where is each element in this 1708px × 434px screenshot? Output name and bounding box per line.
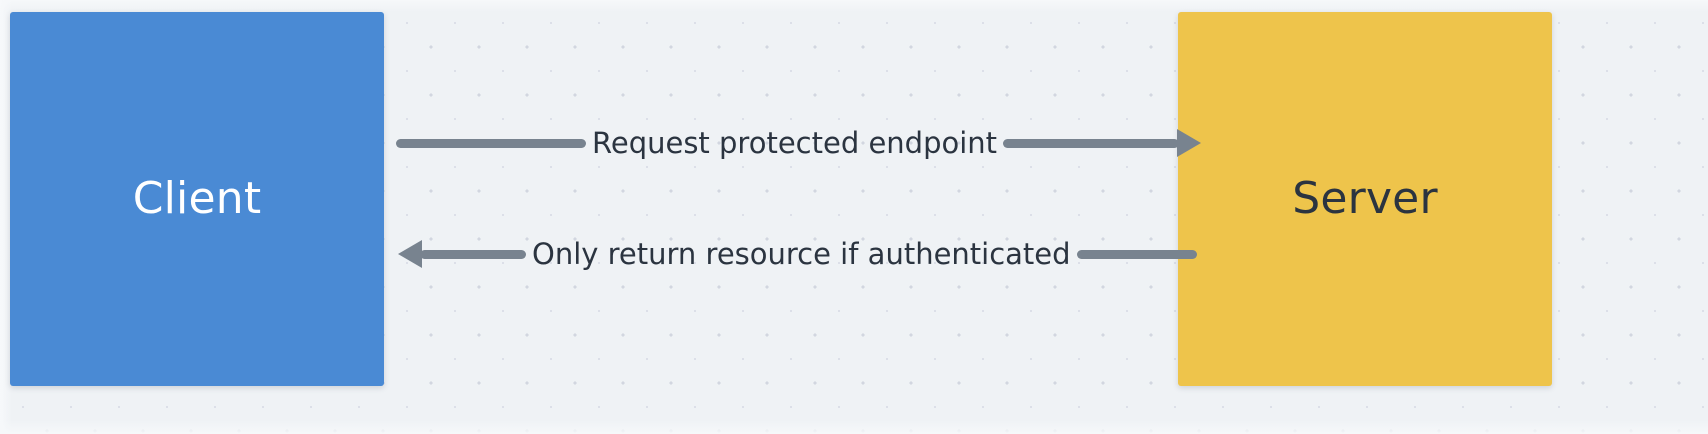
connector-response-label: Only return resource if authenticated [532, 236, 1071, 271]
arrow-left-icon [398, 240, 422, 268]
connector-line-segment-right [1003, 138, 1180, 148]
connector-line-segment-right [1076, 249, 1197, 259]
canvas-edge-fade-bottom [0, 420, 1708, 434]
connector-line-segment-left [420, 249, 526, 259]
connector-only-return-resource-if-authenticated[interactable]: Only return resource if authenticated [398, 237, 1197, 271]
node-client-label: Client [132, 173, 262, 224]
canvas-edge-fade-top [0, 0, 1708, 12]
connector-line-segment-left [396, 138, 586, 148]
node-server[interactable]: Server [1178, 12, 1552, 386]
node-client[interactable]: Client [10, 12, 384, 386]
node-server-label: Server [1292, 173, 1438, 224]
arrow-right-icon [1177, 129, 1202, 157]
connector-request-label: Request protected endpoint [592, 125, 998, 160]
connector-request-protected-endpoint[interactable]: Request protected endpoint [396, 125, 1202, 160]
